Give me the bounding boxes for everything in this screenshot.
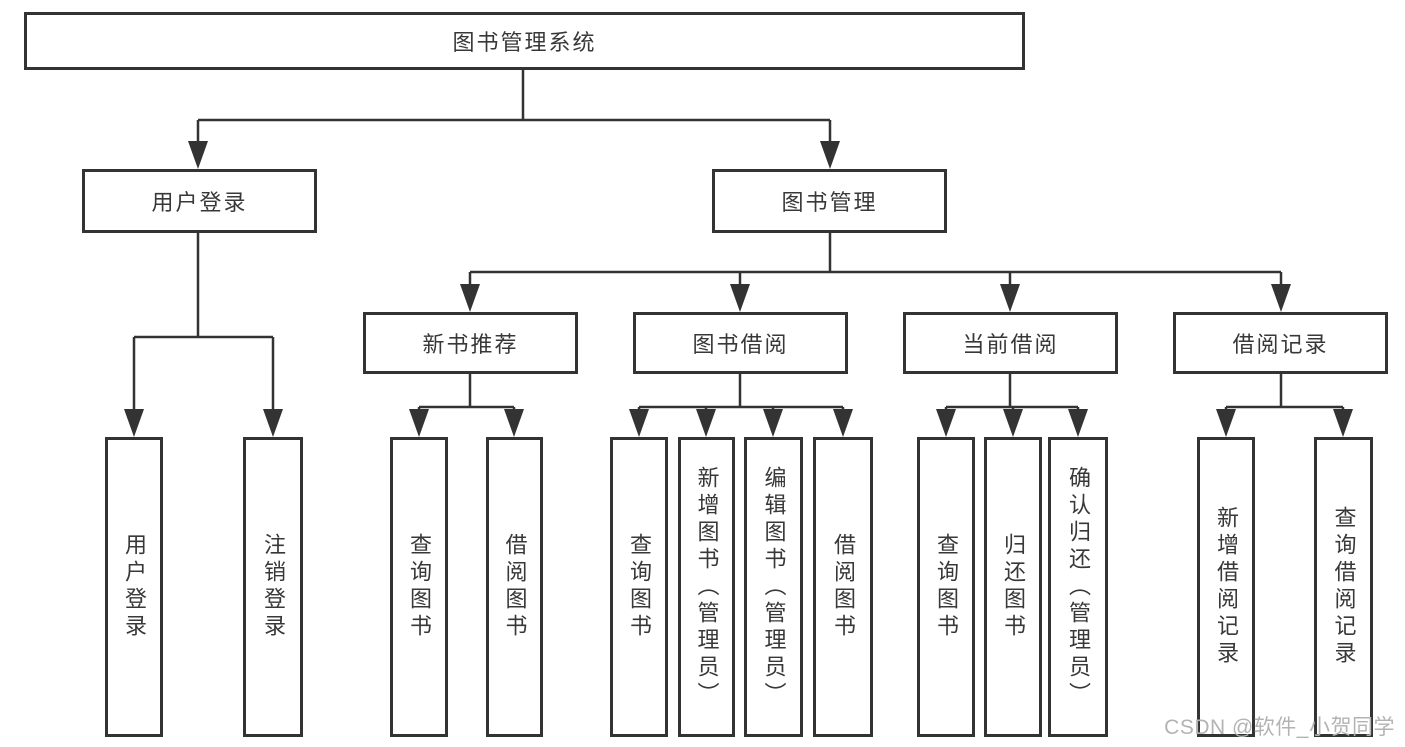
node-leaf-query-borrow-record: 查询借阅记录: [1314, 437, 1373, 737]
node-book-borrowing-label: 图书借阅: [692, 332, 789, 357]
node-user-login: 用户登录: [82, 169, 317, 233]
node-new-book-recommendation-label: 新书推荐: [422, 332, 519, 357]
node-leaf-query-books-borrowing: 查询图书: [610, 437, 668, 737]
node-borrowing-records: 借阅记录: [1173, 312, 1388, 374]
node-borrowing-records-label: 借阅记录: [1232, 332, 1329, 357]
node-library-system-label: 图书管理系统: [452, 30, 597, 55]
node-leaf-query-books-current: 查询图书: [917, 437, 975, 737]
node-leaf-add-borrow-record: 新增借阅记录: [1197, 437, 1255, 737]
node-leaf-query-books-recommend-label: 查询图书: [407, 533, 432, 641]
node-leaf-borrow-books-recommend: 借阅图书: [486, 437, 543, 737]
node-leaf-query-books-recommend: 查询图书: [390, 437, 448, 737]
node-leaf-user-login: 用户登录: [105, 437, 163, 737]
node-leaf-borrow-books-borrowing-label: 借阅图书: [831, 533, 856, 641]
node-leaf-add-books-admin: 新增图书（管理员）: [678, 437, 735, 737]
node-leaf-user-login-label: 用户登录: [122, 533, 147, 641]
node-book-borrowing: 图书借阅: [633, 312, 848, 374]
node-book-management: 图书管理: [712, 169, 947, 233]
node-library-system: 图书管理系统: [24, 12, 1025, 70]
node-new-book-recommendation: 新书推荐: [363, 312, 578, 374]
csdn-watermark: CSDN @软件_小贺同学: [1164, 716, 1395, 739]
node-leaf-borrow-books-borrowing: 借阅图书: [813, 437, 873, 737]
node-leaf-borrow-books-recommend-label: 借阅图书: [502, 533, 528, 641]
node-leaf-query-books-borrowing-label: 查询图书: [627, 533, 652, 641]
node-leaf-query-borrow-record-label: 查询借阅记录: [1331, 506, 1357, 668]
node-book-management-label: 图书管理: [781, 190, 878, 215]
node-leaf-add-borrow-record-label: 新增借阅记录: [1214, 506, 1239, 668]
node-leaf-return-books: 归还图书: [984, 437, 1042, 737]
node-current-borrowing: 当前借阅: [903, 312, 1118, 374]
node-leaf-confirm-return-admin-label: 确认归还（管理员）: [1066, 465, 1091, 709]
node-leaf-add-books-admin-label: 新增图书（管理员）: [694, 465, 720, 709]
node-leaf-logout-label: 注销登录: [261, 533, 286, 641]
node-leaf-edit-books-admin: 编辑图书（管理员）: [744, 437, 803, 737]
node-leaf-logout: 注销登录: [243, 437, 303, 737]
arrowhead-triangles: [124, 141, 1353, 437]
node-leaf-edit-books-admin-label: 编辑图书（管理员）: [761, 465, 787, 709]
node-leaf-return-books-label: 归还图书: [1001, 533, 1026, 641]
node-user-login-label: 用户登录: [151, 190, 248, 215]
node-leaf-confirm-return-admin: 确认归还（管理员）: [1048, 437, 1108, 737]
node-leaf-query-books-current-label: 查询图书: [934, 533, 959, 641]
node-current-borrowing-label: 当前借阅: [962, 332, 1059, 357]
